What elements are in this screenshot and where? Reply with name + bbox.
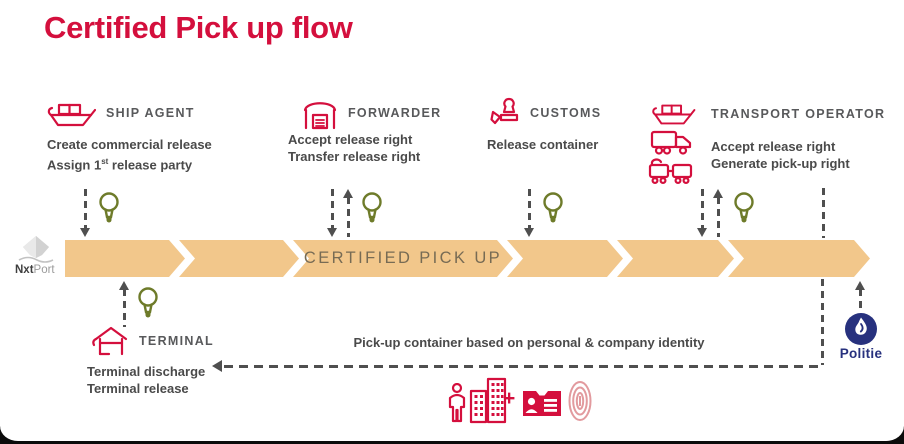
band-segment xyxy=(293,240,513,277)
id-card-icon xyxy=(523,391,561,416)
identity-text: Pick-up container based on personal & co… xyxy=(353,335,705,350)
plus-icon: + xyxy=(503,387,516,410)
band-segment xyxy=(617,240,734,277)
customs-line1: Release container xyxy=(487,137,599,152)
warehouse-icon xyxy=(303,102,337,130)
truck-icon xyxy=(650,130,692,155)
ship-icon xyxy=(47,103,96,127)
band-segment xyxy=(65,240,185,277)
transport-down-arrow xyxy=(697,189,707,237)
terminal-label: TERMINAL xyxy=(139,334,214,348)
ship-agent-down-arrow xyxy=(80,189,90,237)
page-title: Certified Pick up flow xyxy=(44,10,353,45)
ship-icon xyxy=(652,104,696,125)
return-dashed-line xyxy=(224,365,822,368)
lightbulb-icon xyxy=(362,192,382,223)
pickup-right-dashed-line-top xyxy=(822,188,825,238)
buildings-icon xyxy=(469,377,507,424)
band-segment xyxy=(507,240,623,277)
transport-operator-line1: Accept release right xyxy=(711,139,836,154)
band-segment xyxy=(179,240,299,277)
customs-down-arrow xyxy=(524,189,534,237)
forwarder-down-arrow xyxy=(327,189,337,237)
forwarder-line1: Accept release right xyxy=(288,132,413,147)
nxtport-wordmark: NxtPort xyxy=(15,264,55,276)
nxtport-logo xyxy=(18,236,54,263)
customs-desc: Release container xyxy=(487,136,598,153)
lightbulb-icon xyxy=(734,192,754,223)
politie-up-arrow xyxy=(855,281,865,311)
transport-operator-desc: Accept release right Generate pick-up ri… xyxy=(711,138,850,172)
train-icon xyxy=(648,158,693,185)
forwarder-label: FORWARDER xyxy=(348,106,442,120)
band-segment xyxy=(728,240,870,277)
ship-agent-line2: Assign 1st release party xyxy=(47,157,193,173)
forwarder-up-arrow xyxy=(343,189,353,237)
forwarder-desc: Accept release right Transfer release ri… xyxy=(288,131,420,165)
terminal-desc: Terminal discharge Terminal release xyxy=(87,363,205,397)
pickup-right-dashed-line-bottom xyxy=(821,279,824,365)
customs-label: CUSTOMS xyxy=(530,106,602,120)
stamp-icon xyxy=(490,97,519,125)
politie-logo xyxy=(845,313,877,345)
fingerprint-icon xyxy=(568,381,592,421)
lightbulb-icon xyxy=(138,287,158,318)
forwarder-line2: Transfer release right xyxy=(288,149,421,164)
ship-agent-label: SHIP AGENT xyxy=(106,106,195,120)
terminal-line1: Terminal discharge xyxy=(87,364,206,379)
band-label: CERTIFIED PICK UP xyxy=(303,249,503,267)
ship-agent-line1: Create commercial release xyxy=(47,137,212,152)
transport-operator-line2: Generate pick-up right xyxy=(711,156,850,171)
transport-operator-label: TRANSPORT OPERATOR xyxy=(711,107,886,121)
lightbulb-icon xyxy=(543,192,563,223)
politie-label: Politie xyxy=(839,346,883,361)
transport-up-arrow xyxy=(713,189,723,237)
return-arrowhead xyxy=(212,360,222,372)
person-icon xyxy=(448,383,466,423)
crane-icon xyxy=(92,326,128,356)
lightbulb-icon xyxy=(99,192,119,223)
ship-agent-desc: Create commercial release Assign 1st rel… xyxy=(47,136,212,173)
terminal-line2: Terminal release xyxy=(87,381,189,396)
terminal-up-arrow xyxy=(119,281,129,327)
